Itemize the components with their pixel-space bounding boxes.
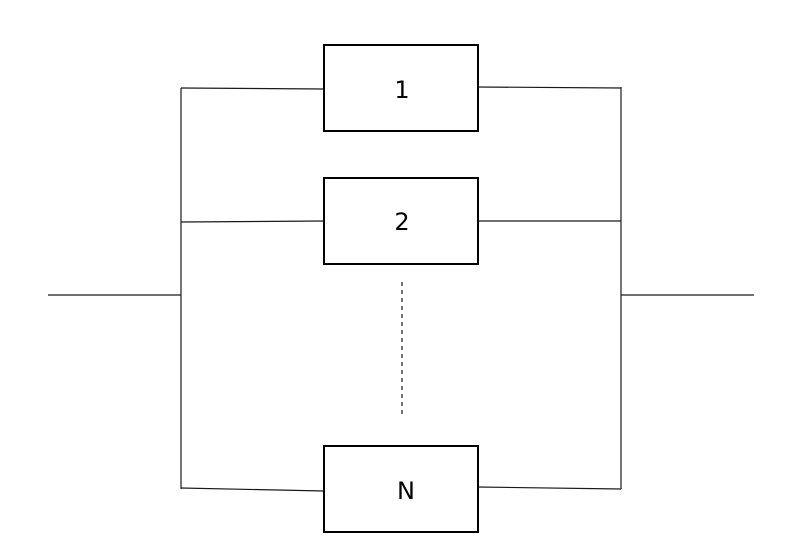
branch-2-left-wire (180, 220, 325, 223)
branch-n-left-wire (180, 487, 325, 492)
block-n (323, 445, 479, 533)
branch-1-left-wire (180, 87, 325, 90)
block-2 (323, 177, 479, 265)
branch-2: 2 (180, 177, 621, 265)
block-n-label: N (397, 477, 415, 505)
branch-n-right-wire (477, 486, 622, 490)
branch-n: N (180, 445, 622, 533)
branch-1-right-wire (477, 86, 622, 89)
block-1-label: 1 (394, 76, 409, 104)
block-2-label: 2 (394, 208, 409, 236)
branch-1: 1 (180, 44, 622, 132)
block-1 (323, 44, 479, 132)
